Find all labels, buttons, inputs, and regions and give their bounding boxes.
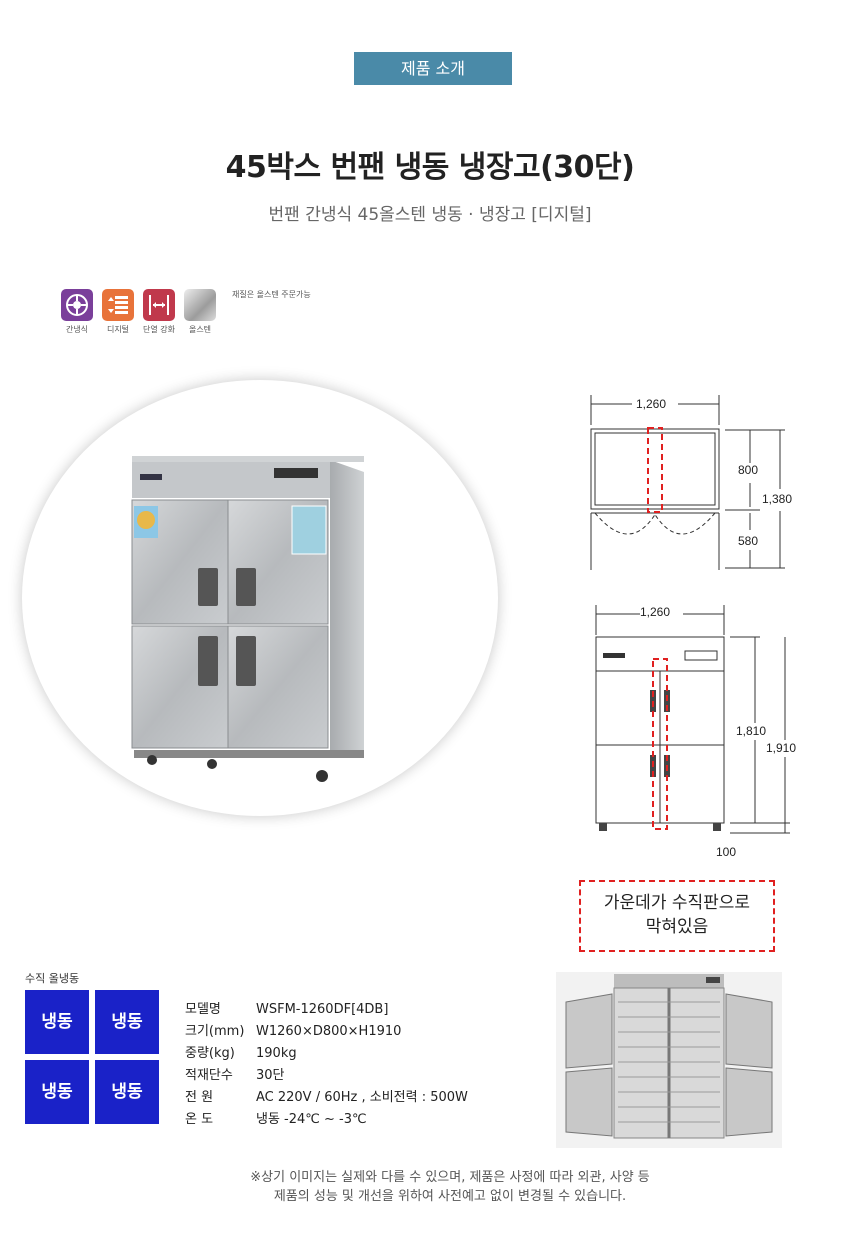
- feature-digital: 디지털: [101, 289, 135, 335]
- spec-key: 모델명: [185, 1002, 221, 1017]
- front-leg-label: 100: [716, 845, 737, 859]
- spec-key: 전 원: [185, 1090, 214, 1105]
- spec-row: 모델명 WSFM-1260DF[4DB]: [185, 998, 388, 1020]
- feature-label: 단열 강화: [143, 325, 175, 334]
- compartment-cell: 냉동: [25, 990, 89, 1054]
- spec-row: 중량(kg) 190kg: [185, 1042, 297, 1064]
- spec-value: WSFM-1260DF[4DB]: [256, 1002, 389, 1017]
- feature-label: 올스텐: [188, 325, 212, 334]
- spec-row: 적재단수 30단: [185, 1064, 285, 1086]
- top-total-label: 1,380: [762, 492, 793, 506]
- spec-value: 냉동 -24℃ ~ -3℃: [256, 1112, 367, 1127]
- front-body-label: 1,810: [736, 724, 767, 738]
- divider-note: 가운데가 수직판으로 막혀있음: [579, 880, 775, 952]
- spec-key: 온 도: [185, 1112, 214, 1127]
- product-subtitle: 번팬 간냉식 45올스텐 냉동 · 냉장고 [디지털]: [268, 205, 592, 225]
- top-door-label: 580: [738, 534, 759, 548]
- feature-cooling: 간냉식: [60, 289, 94, 335]
- feature-stainless: 올스텐: [183, 289, 217, 335]
- spec-value: 30단: [256, 1068, 285, 1083]
- product-title: 45박스 번팬 냉동 냉장고(30단): [225, 150, 635, 185]
- spec-key: 크기(mm): [185, 1024, 245, 1039]
- section-badge: 제품 소개: [354, 52, 512, 85]
- product-image-frame: [22, 380, 498, 816]
- front-view-diagram: [595, 605, 790, 834]
- spec-row: 크기(mm) W1260×D800×H1910: [185, 1020, 401, 1042]
- fan-icon: [61, 289, 93, 321]
- feature-label: 디지털: [106, 325, 130, 334]
- compartment-cell: 냉동: [25, 1060, 89, 1124]
- compartment-title: 수직 올냉동: [25, 972, 80, 985]
- spec-row: 온 도 냉동 -24℃ ~ -3℃: [185, 1108, 367, 1130]
- note-line: 막혀있음: [645, 917, 709, 937]
- feature-insulation: 단열 강화: [142, 289, 176, 335]
- front-width-label: 1,260: [640, 605, 671, 619]
- open-refrigerator-image: [556, 972, 782, 1148]
- refrigerator-illustration: [131, 456, 364, 782]
- spec-row: 전 원 AC 220V / 60Hz , 소비전력 : 500W: [185, 1086, 468, 1108]
- front-total-label: 1,910: [766, 741, 797, 755]
- compartment-cell: 냉동: [95, 990, 159, 1054]
- disclaimer-line: 제품의 성능 및 개선을 위하여 사전예고 없이 변경될 수 있습니다.: [273, 1189, 627, 1204]
- top-view-diagram: [590, 395, 785, 570]
- feature-note: 재질은 올스텐 주문가능: [232, 290, 311, 299]
- disclaimer-line: ※상기 이미지는 실제와 다를 수 있으며, 제품은 사정에 따라 외관, 사양…: [250, 1170, 650, 1185]
- spec-key: 적재단수: [185, 1068, 233, 1083]
- digital-icon: [102, 289, 134, 321]
- stainless-icon: [184, 289, 216, 321]
- spec-value: 190kg: [256, 1046, 297, 1061]
- feature-label: 간냉식: [65, 325, 89, 334]
- top-depth-label: 800: [738, 463, 759, 477]
- compartment-cell: 냉동: [95, 1060, 159, 1124]
- spec-value: AC 220V / 60Hz , 소비전력 : 500W: [256, 1090, 468, 1105]
- spec-value: W1260×D800×H1910: [256, 1024, 402, 1039]
- note-line: 가운데가 수직판으로: [603, 893, 751, 913]
- insulation-icon: [143, 289, 175, 321]
- top-width-label: 1,260: [636, 397, 667, 411]
- spec-key: 중량(kg): [185, 1046, 235, 1061]
